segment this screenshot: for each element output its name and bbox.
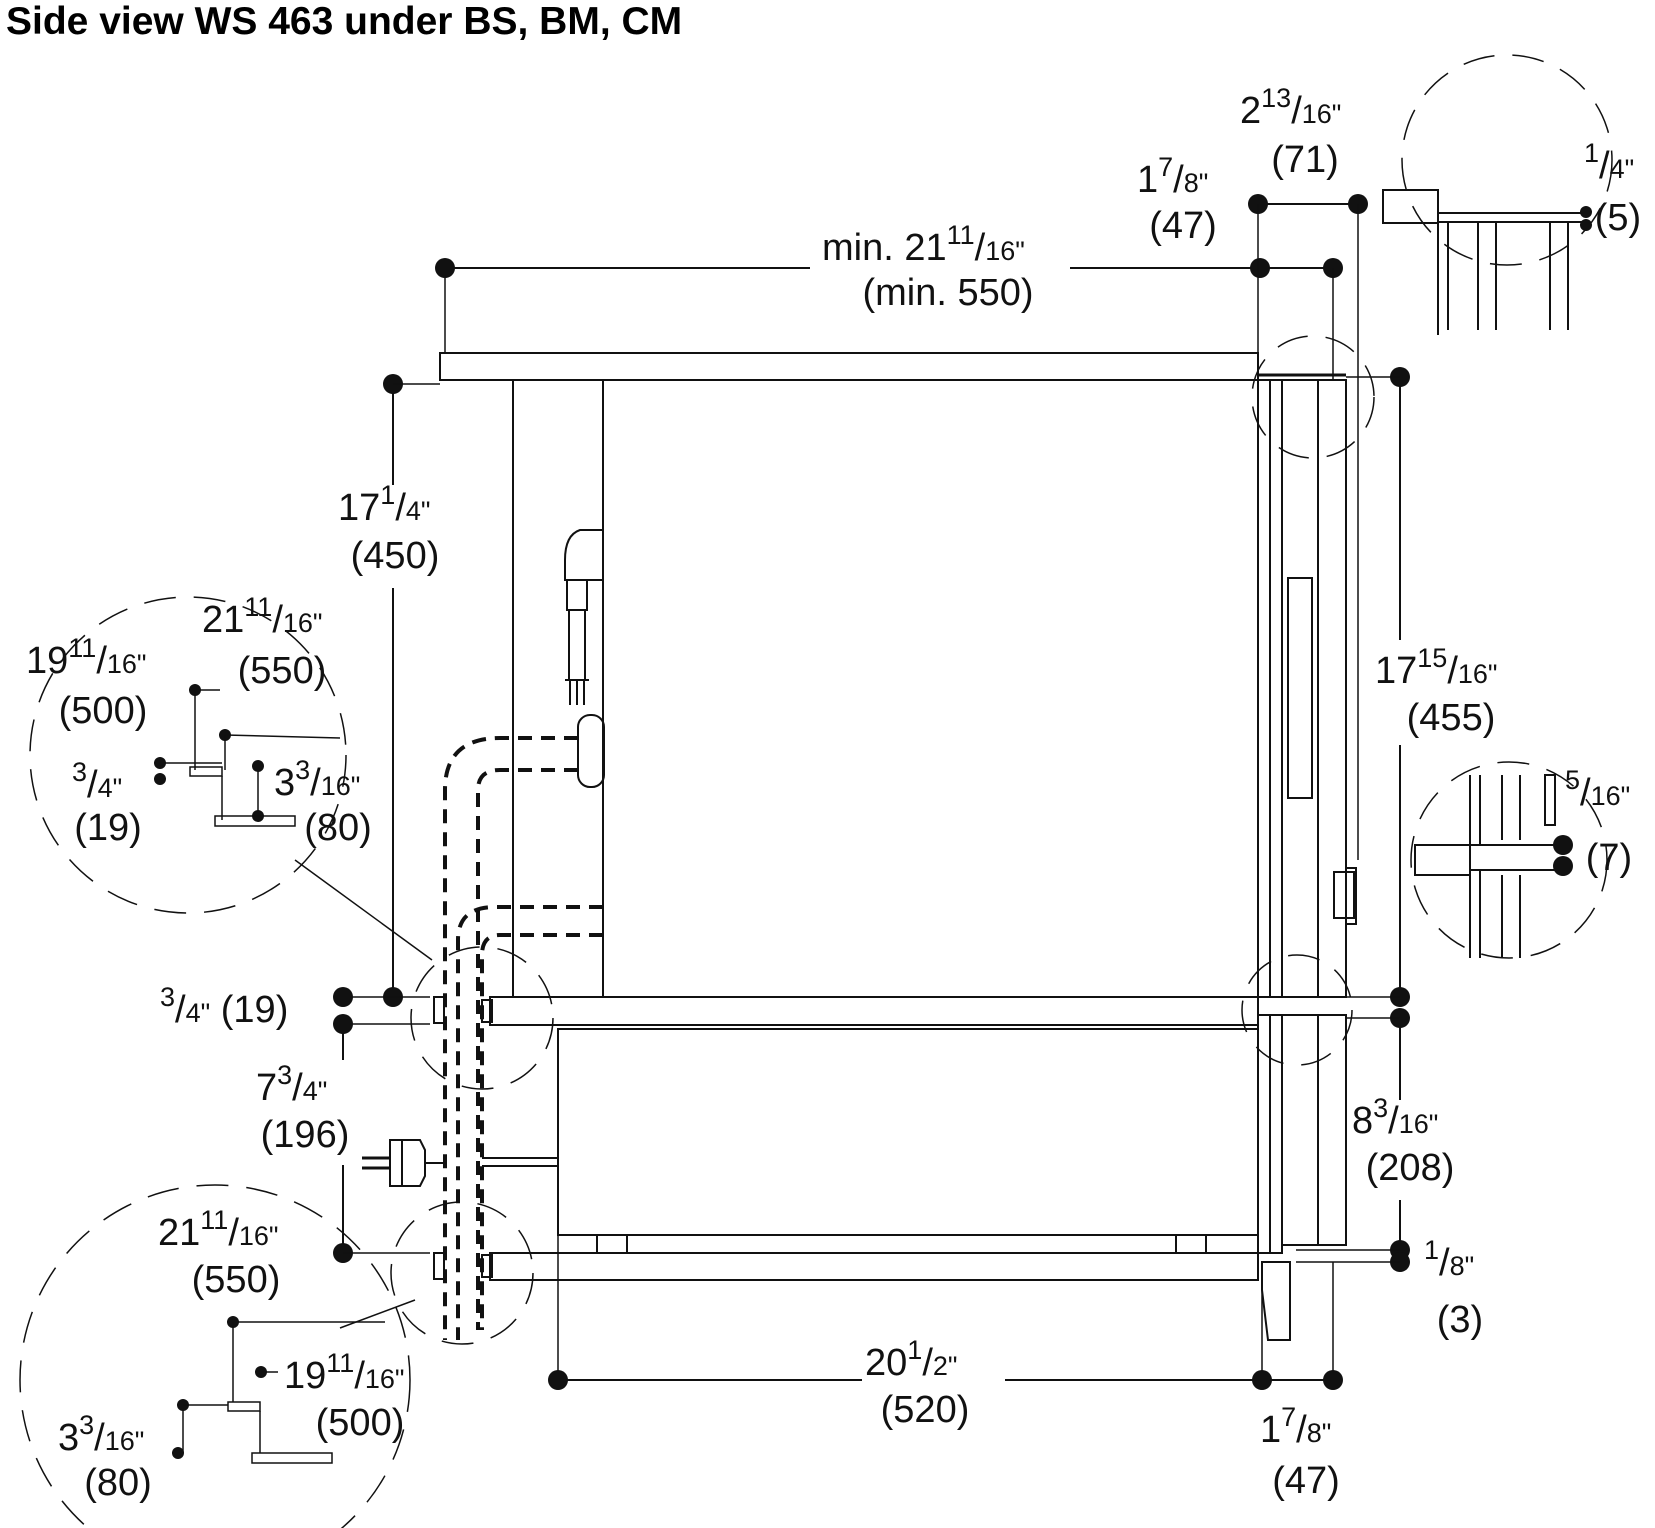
dim-label-appliance-height: 1715/16" (455) <box>1375 643 1498 739</box>
page-title: Side view WS 463 under BS, BM, CM <box>6 0 683 43</box>
svg-text:(500): (500) <box>316 1402 405 1444</box>
svg-text:213/16": 213/16" <box>1240 83 1341 132</box>
detail-label-upper-19: 3/4" (19) <box>72 757 142 849</box>
dim-label-gap-3: 1/8" (3) <box>1424 1235 1483 1341</box>
dim-label-cabinet-height: 171/4" (450) <box>338 480 439 577</box>
svg-text:17/8": 17/8" <box>1137 152 1208 201</box>
dim-label-detail-7: 5/16" (7) <box>1565 765 1632 879</box>
dim-label-top-depth: min. 2111/16" (min. 550) <box>822 220 1034 314</box>
detail-lower-left <box>172 1316 385 1464</box>
svg-text:(80): (80) <box>84 1462 152 1504</box>
svg-text:(47): (47) <box>1272 1460 1340 1502</box>
svg-text:(5): (5) <box>1595 197 1641 239</box>
warming-drawer-body <box>482 1028 1259 1254</box>
detail-label-lower-80: 33/16" (80) <box>58 1410 152 1504</box>
svg-text:(47): (47) <box>1149 205 1217 247</box>
detail-right-middle <box>1414 774 1573 958</box>
dim-label-panel-47-bottom: 17/8" (47) <box>1260 1402 1340 1502</box>
svg-text:2111/16": 2111/16" <box>202 592 323 641</box>
svg-text:83/16": 83/16" <box>1352 1093 1438 1142</box>
svg-text:(71): (71) <box>1271 139 1339 181</box>
detail-label-upper-550: 2111/16" (550) <box>202 592 326 692</box>
drawer-front-panel <box>1257 1014 1347 1254</box>
svg-text:201/2": 201/2" <box>865 1335 957 1384</box>
svg-text:(196): (196) <box>261 1114 350 1156</box>
svg-text:(min. 550): (min. 550) <box>862 272 1033 314</box>
svg-text:(450): (450) <box>351 535 440 577</box>
svg-text:(19): (19) <box>74 807 142 849</box>
svg-text:33/16": 33/16" <box>58 1410 144 1459</box>
dim-label-drawer-depth: 201/2" (520) <box>865 1335 969 1431</box>
svg-text:73/4": 73/4" <box>256 1060 327 1109</box>
svg-text:min. 2111/16": min. 2111/16" <box>822 220 1025 269</box>
power-plug-icon <box>362 1139 445 1187</box>
dim-label-panel-71: 213/16" (71) <box>1240 83 1341 181</box>
svg-text:(455): (455) <box>1407 697 1496 739</box>
svg-text:3/4": 3/4" <box>72 757 122 806</box>
bottom-shelf <box>489 1252 1259 1281</box>
dim-label-detail-5: 1/4" (5) <box>1584 138 1641 239</box>
svg-text:(7): (7) <box>1586 837 1632 879</box>
cable-conduit <box>443 736 603 1340</box>
detail-label-lower-500: 1911/16" (500) <box>284 1348 405 1444</box>
dim-label-shelf-thickness: 3/4" (19) <box>160 982 288 1031</box>
dimension-lines <box>294 194 1410 1390</box>
svg-text:2111/16": 2111/16" <box>158 1205 279 1254</box>
svg-text:(550): (550) <box>238 650 327 692</box>
svg-text:33/16": 33/16" <box>274 755 360 804</box>
svg-text:(550): (550) <box>192 1259 281 1301</box>
svg-text:1911/16": 1911/16" <box>284 1348 405 1397</box>
svg-text:(208): (208) <box>1366 1147 1455 1189</box>
upper-appliance-body <box>512 380 604 997</box>
base-plinth <box>1261 1261 1291 1341</box>
svg-text:(3): (3) <box>1437 1299 1483 1341</box>
svg-text:5/16": 5/16" <box>1565 765 1630 814</box>
svg-text:(500): (500) <box>59 690 148 732</box>
svg-text:1715/16": 1715/16" <box>1375 643 1498 692</box>
svg-text:1/4": 1/4" <box>1584 138 1634 187</box>
svg-text:1/8": 1/8" <box>1424 1235 1474 1284</box>
svg-text:17/8": 17/8" <box>1260 1402 1331 1451</box>
shelf-brackets <box>433 996 493 1280</box>
svg-text:(520): (520) <box>881 1389 970 1431</box>
svg-text:3/4" (19): 3/4" (19) <box>160 982 288 1031</box>
detail-top-right <box>1382 189 1592 335</box>
dim-label-bottom-shelf-depth: 2111/16" (550) <box>158 1205 280 1301</box>
svg-text:(80): (80) <box>304 807 372 849</box>
middle-shelf <box>489 996 1259 1026</box>
svg-text:171/4": 171/4" <box>338 480 430 529</box>
detail-label-upper-80: 33/16" (80) <box>274 755 372 849</box>
dim-label-panel-47-top: 17/8" (47) <box>1137 152 1217 247</box>
detail-label-upper-500: 1911/16" (500) <box>26 633 147 732</box>
countertop <box>439 352 1259 381</box>
upper-appliance-front <box>1257 373 1357 998</box>
detail-circles <box>19 54 1613 1528</box>
water-connector <box>564 529 605 788</box>
dim-label-drawer-niche: 73/4" (196) <box>256 1060 349 1156</box>
detail-upper-left <box>154 684 341 827</box>
dim-label-drawer-front: 83/16" (208) <box>1352 1093 1454 1189</box>
svg-text:1911/16": 1911/16" <box>26 633 147 682</box>
